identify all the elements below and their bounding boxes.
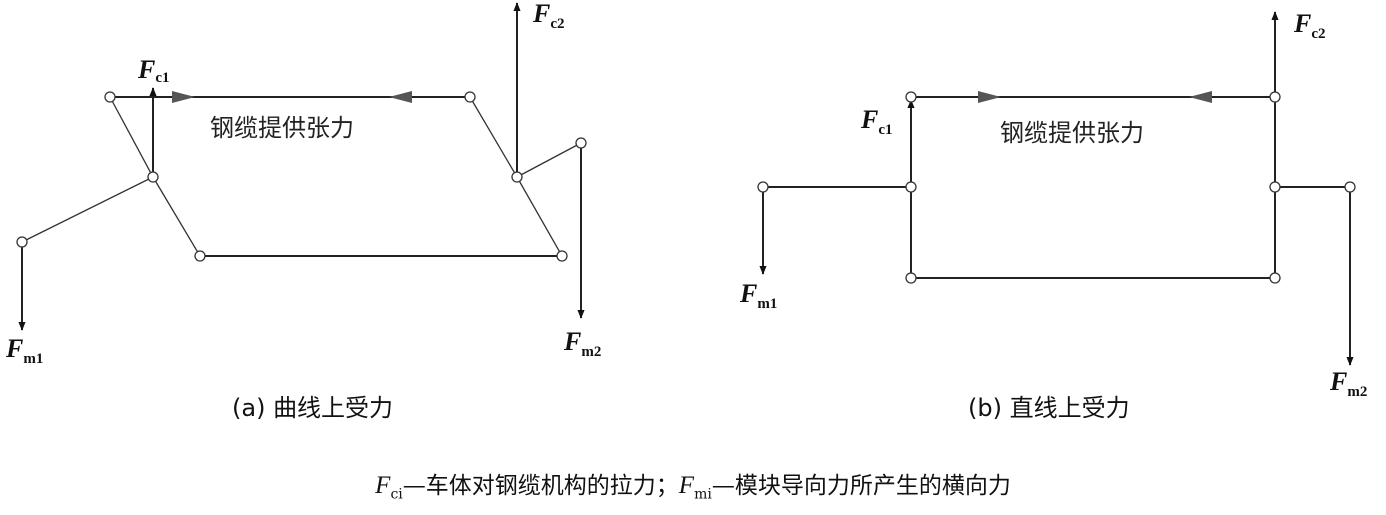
right-arm bbox=[516, 142, 582, 178]
fc1-label: Fc1 bbox=[860, 105, 893, 138]
caption-a: (a) 曲线上受力 bbox=[232, 394, 394, 422]
cable-tension-text: 钢缆提供张力 bbox=[1000, 119, 1144, 147]
fc2-label: Fc2 bbox=[1293, 9, 1326, 42]
fc1-label: Fc1 bbox=[137, 55, 170, 86]
joint-nodes bbox=[757, 91, 1356, 284]
cable-tension-arrow-right bbox=[172, 91, 195, 103]
fm2-label: Fm2 bbox=[1329, 367, 1367, 400]
fc-description: —车体对钢缆机构的拉力； bbox=[402, 473, 679, 499]
fm2-label: Fm2 bbox=[563, 327, 601, 360]
left-arm bbox=[21, 176, 154, 243]
fm1-label: Fm1 bbox=[5, 334, 43, 367]
fm-description: —模块导向力所产生的横向力 bbox=[711, 473, 1011, 499]
cable-tension-arrow-right bbox=[978, 91, 1001, 103]
cable-tension-text: 钢缆提供张力 bbox=[210, 114, 354, 142]
fm-symbol: F bbox=[678, 472, 695, 499]
diagram-a-curve: 钢缆提供张力 Fc1 Fc2 Fm1 Fm2 bbox=[5, 0, 601, 367]
legend-footnote: Fci—车体对钢缆机构的拉力；Fmi—模块导向力所产生的横向力 bbox=[0, 466, 1386, 503]
fc-sub: ci bbox=[390, 486, 403, 503]
fc2-label: Fc2 bbox=[532, 0, 565, 32]
diagram-b-straight: 钢缆提供张力 Fc1 Fc2 Fm1 Fm2 bbox=[739, 9, 1367, 400]
joint-nodes bbox=[16, 91, 587, 262]
fm1-label: Fm1 bbox=[739, 279, 777, 312]
cable-tension-arrow-left bbox=[389, 91, 412, 103]
caption-b: (b) 直线上受力 bbox=[968, 394, 1130, 422]
cable-tension-arrow-left bbox=[1189, 91, 1212, 103]
fc-symbol: F bbox=[375, 472, 391, 499]
fm-sub: mi bbox=[694, 486, 712, 503]
